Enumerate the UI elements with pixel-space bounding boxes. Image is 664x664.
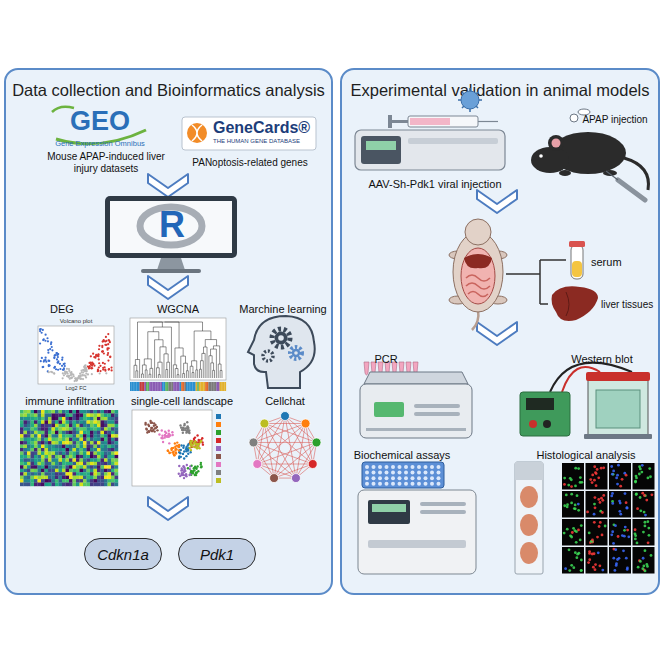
panel-box: Data collection and Bioinformatics analy… bbox=[4, 68, 333, 595]
method-label: Biochemical assays bbox=[346, 449, 458, 462]
axis-label: Log2 FC bbox=[56, 385, 96, 391]
analysis-label: Marchine learning bbox=[233, 303, 333, 316]
method-label: Western blot bbox=[557, 353, 647, 366]
analysis-label: single-cell landscape bbox=[122, 395, 242, 408]
software-logo: R bbox=[152, 207, 192, 243]
dataset-label: Mouse APAP-induced liver injury datasets bbox=[47, 151, 165, 174]
analysis-label: WGCNA bbox=[148, 303, 208, 316]
method-label: PCR bbox=[366, 353, 406, 366]
step-label: AAV-Sh-Pdk1 viral injection bbox=[350, 178, 520, 191]
gene-set-label: PANoptosis-related genes bbox=[180, 157, 320, 169]
plot-title: Volcano plot bbox=[46, 318, 106, 325]
logo-subtitle: Gene Expression Omnibus bbox=[44, 140, 156, 149]
gene-name: Pdk1 bbox=[200, 546, 234, 563]
gene-pill: Cdkn1a bbox=[84, 538, 162, 570]
method-label: Histological analysis bbox=[526, 449, 646, 462]
logo-text: GeneCards® bbox=[213, 119, 315, 137]
logo-subtitle: THE HUMAN GENE DATABASE bbox=[213, 138, 313, 145]
gene-pill: Pdk1 bbox=[178, 538, 256, 570]
panel-box: Experimental validation in animal models bbox=[340, 68, 660, 595]
analysis-label: Cellchat bbox=[250, 395, 320, 408]
sample-label: serum bbox=[591, 256, 641, 269]
sample-label: liver tissues bbox=[601, 299, 659, 311]
panel-heading: Data collection and Bioinformatics analy… bbox=[6, 81, 331, 100]
panel-heading: Experimental validation in animal models bbox=[342, 81, 658, 100]
analysis-label: immune infiltration bbox=[14, 395, 126, 408]
step-label: APAP injection bbox=[575, 114, 655, 126]
analysis-label: DEG bbox=[37, 303, 87, 316]
logo-text: GEO bbox=[54, 108, 146, 135]
gene-name: Cdkn1a bbox=[97, 546, 149, 563]
